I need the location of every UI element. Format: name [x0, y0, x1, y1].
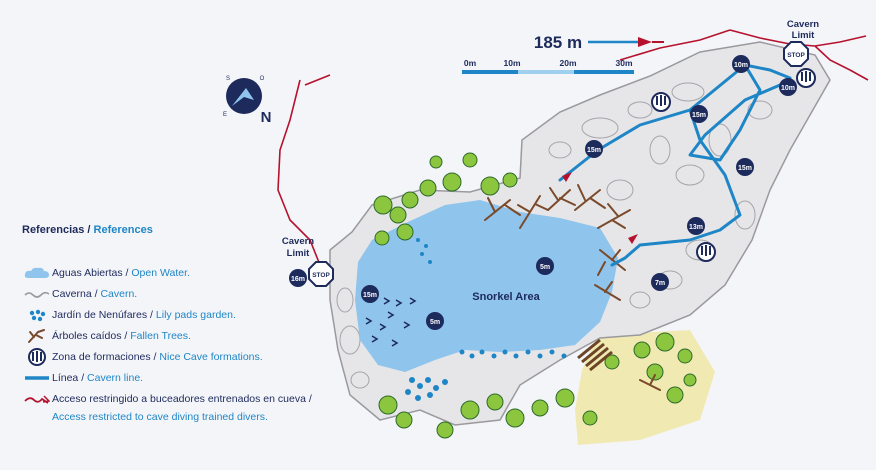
legend-en: Cavern line.: [87, 371, 144, 384]
formation-icon: [651, 92, 671, 112]
legend-es: Árboles caídos /: [52, 329, 128, 342]
stop-sign: STOP: [308, 261, 334, 287]
stop-label: STOP: [312, 272, 330, 279]
cavern-limit-line1: Cavern: [787, 19, 819, 30]
cavern-line: [558, 63, 797, 267]
legend-en: Fallen Trees.: [130, 329, 191, 342]
legend-title: Referencias / References: [22, 224, 322, 236]
compass-rose-icon: [232, 88, 254, 106]
legend-en: Open Water.: [131, 266, 190, 279]
cavern-limit-line2: Limit: [287, 248, 311, 259]
depth-marker: 5m: [536, 257, 554, 275]
scale-tick-label: 20m: [559, 58, 576, 68]
scale-flag-icon: [638, 37, 652, 47]
depth-label: 5m: [540, 264, 550, 271]
legend-item-restricted: Acceso restringido a buceadores entrenad…: [22, 388, 322, 409]
scale-tick-label: 30m: [615, 58, 632, 68]
cavern-limit-label: Cavern Limit: [282, 236, 314, 259]
legend-es: Zona de formaciones /: [52, 350, 157, 363]
compass-letter: O: [260, 76, 265, 82]
depth-marker: 15m: [361, 285, 379, 303]
legend-es: Acceso restringido a buceadores entrenad…: [52, 392, 312, 405]
legend-item-fallen-trees: Árboles caídos / Fallen Trees.: [22, 325, 322, 346]
cavern-limit-line2: Limit: [792, 30, 816, 41]
scale: 185 m 0m 10m 20m 30m: [462, 33, 664, 74]
cavern-line-icon: [25, 375, 49, 380]
depth-label: 5m: [430, 319, 440, 326]
compass: N S O E: [223, 76, 271, 126]
cavern-wave-icon: [24, 291, 50, 298]
legend-es: Jardín de Nenúfares /: [52, 308, 153, 321]
legend-es: Línea /: [52, 371, 85, 384]
depth-label: 15m: [363, 292, 377, 299]
depth-label: 13m: [689, 224, 703, 231]
depth-label: 15m: [692, 112, 706, 119]
depth-label: 15m: [587, 147, 601, 154]
snorkel-area-label: Snorkel Area: [472, 291, 540, 303]
depth-marker: 15m: [736, 158, 754, 176]
legend-item-restricted-en: Access restricted to cave diving trained…: [22, 409, 322, 425]
depth-marker: 10m: [779, 78, 797, 96]
depth-label: 7m: [655, 280, 665, 287]
scale-tick-label: 0m: [464, 58, 477, 68]
formation-icon: [796, 68, 816, 88]
depth-marker: 13m: [687, 217, 705, 235]
legend-item-cavern-line: Línea / Cavern line.: [22, 367, 322, 388]
depth-markers: 10m 10m 15m 15m 15m 13m 7m 5m 15m 5m 16m: [289, 55, 797, 330]
open-water: [355, 200, 618, 372]
scale-tick-label: 10m: [503, 58, 520, 68]
water-flow-marks: [365, 297, 417, 347]
legend: Referencias / References Aguas Abiertas …: [22, 224, 322, 425]
lily-pads: [405, 238, 567, 401]
compass-letter: S: [226, 76, 230, 82]
depth-marker: 5m: [426, 312, 444, 330]
formation-icon: [696, 242, 716, 262]
scale-distance-label: 185 m: [534, 33, 582, 52]
depth-label: 15m: [738, 165, 752, 172]
dock: [577, 338, 613, 372]
cavern-limit-flags: [562, 172, 638, 244]
legend-en: Access restricted to cave diving trained…: [52, 411, 268, 423]
depth-marker: 15m: [690, 105, 708, 123]
foliage: [373, 152, 697, 439]
restricted-line-icon: [24, 394, 50, 404]
formation-icon: [28, 347, 46, 366]
legend-item-open-water: Aguas Abiertas / Open Water.: [22, 262, 322, 283]
legend-es: Caverna /: [52, 287, 98, 300]
compass-letter: E: [223, 112, 227, 118]
fallen-trees: [484, 184, 661, 391]
depth-marker: 16m: [289, 269, 307, 287]
legend-item-formations: Zona de formaciones / Nice Cave formatio…: [22, 346, 322, 367]
cloud-icon: [24, 267, 49, 278]
depth-label: 10m: [734, 62, 748, 69]
depth-label: 10m: [781, 85, 795, 92]
cavern-limit-line1: Cavern: [282, 236, 314, 247]
legend-item-cavern: Caverna / Cavern.: [22, 283, 322, 304]
cavern-rocks: [336, 82, 773, 389]
depth-label: 16m: [291, 276, 305, 283]
depth-marker: 10m: [732, 55, 750, 73]
legend-item-lily-pads: Jardín de Nenúfares / Lily pads garden.: [22, 304, 322, 325]
stop-label: STOP: [787, 52, 805, 59]
lily-pads-icon: [29, 309, 46, 321]
legend-es: Aguas Abiertas /: [52, 266, 129, 279]
legend-title-en: References: [93, 224, 153, 236]
stop-sign: STOP: [783, 41, 809, 67]
depth-marker: 7m: [651, 273, 669, 291]
cavern-limit-label: Cavern Limit: [787, 19, 819, 41]
depth-marker: 15m: [585, 140, 603, 158]
legend-title-es: Referencias /: [22, 224, 91, 236]
fallen-tree-icon: [28, 328, 45, 343]
legend-en: Lily pads garden.: [155, 308, 236, 321]
legend-en: Nice Cave formations.: [159, 350, 263, 363]
legend-en: Cavern.: [100, 287, 138, 300]
compass-north-label: N: [261, 109, 272, 126]
formation-icons: [651, 68, 816, 262]
